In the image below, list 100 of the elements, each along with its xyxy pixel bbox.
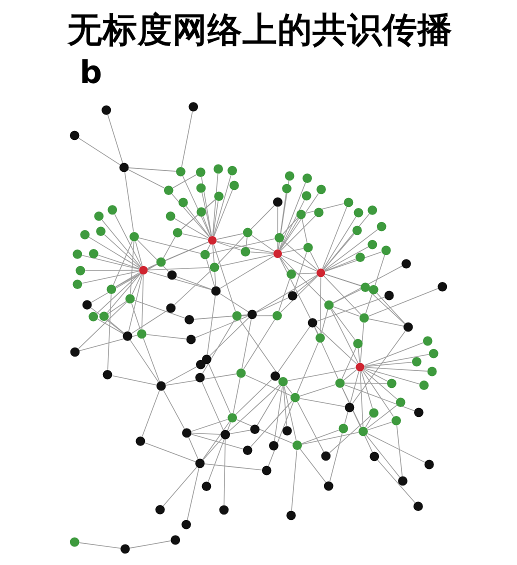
connector: [97, 318, 124, 334]
connector: [128, 169, 165, 188]
connector: [360, 322, 364, 363]
label: b: [80, 54, 102, 91]
connector: [201, 176, 212, 236]
node-circle: [196, 207, 206, 217]
node-circle: [424, 460, 434, 470]
node-circle: [376, 222, 386, 232]
node-circle: [269, 441, 278, 450]
connector: [291, 450, 298, 511]
connector: [274, 386, 283, 442]
connector: [228, 384, 280, 432]
node-circle: [172, 228, 182, 238]
connector: [250, 400, 292, 447]
node-circle: [422, 336, 432, 346]
node-circle: [270, 371, 280, 381]
connector: [333, 306, 360, 317]
connector: [214, 272, 216, 287]
connector: [144, 442, 196, 462]
node-circle: [136, 436, 146, 446]
connector: [166, 374, 237, 386]
connector: [174, 218, 209, 239]
node-circle: [402, 259, 411, 268]
connector: [141, 274, 144, 330]
node-circle: [288, 291, 298, 300]
connector: [364, 342, 424, 366]
connector: [90, 264, 158, 303]
connector: [128, 167, 176, 172]
node-circle: [414, 408, 424, 418]
connector: [209, 238, 276, 254]
connector: [396, 425, 403, 477]
node-circle: [88, 312, 98, 322]
connector: [364, 362, 412, 368]
connector: [106, 273, 141, 313]
connector: [147, 267, 210, 270]
node-circle: [70, 130, 80, 140]
connector: [216, 233, 244, 240]
node-circle: [396, 398, 406, 408]
connector: [143, 338, 160, 382]
connector: [104, 234, 140, 268]
node-circle: [360, 313, 369, 323]
connector: [256, 274, 318, 312]
connector: [90, 307, 124, 334]
connector: [250, 252, 274, 254]
connector: [163, 236, 176, 258]
connector: [296, 275, 318, 294]
node-circle: [324, 300, 334, 310]
node-circle: [88, 248, 98, 258]
connector: [202, 320, 235, 374]
node-circle: [360, 282, 370, 292]
node-circle: [195, 372, 205, 382]
node-circle: [384, 290, 394, 300]
node-circle: [354, 208, 364, 218]
connector: [208, 364, 231, 414]
connector: [165, 366, 197, 384]
connector: [206, 244, 211, 251]
connector: [218, 236, 245, 264]
node-circle: [352, 226, 362, 236]
connector: [108, 319, 124, 334]
node-circle: [282, 426, 292, 436]
node-circle: [240, 247, 250, 256]
connector: [278, 278, 290, 312]
node-circle: [356, 362, 364, 372]
connector: [214, 190, 233, 236]
connector: [208, 422, 231, 482]
connector: [108, 301, 127, 314]
node-circle: [176, 166, 186, 176]
connector: [332, 266, 402, 304]
node-circle: [250, 424, 260, 434]
connector: [342, 387, 373, 452]
node-circle: [102, 370, 112, 380]
node-circle: [164, 186, 174, 195]
node-circle: [228, 413, 238, 423]
connector: [367, 422, 392, 430]
node-circle: [122, 331, 132, 341]
node-circle: [353, 338, 363, 348]
connector: [297, 402, 324, 452]
connector: [130, 241, 134, 294]
connector: [78, 302, 128, 349]
node-circle: [236, 368, 246, 378]
connector: [256, 386, 281, 426]
connector: [377, 460, 416, 504]
node-circle: [166, 303, 176, 313]
node-circle: [108, 205, 118, 215]
connector: [220, 256, 274, 289]
connector: [78, 138, 120, 166]
connector: [376, 292, 406, 324]
node-circle: [286, 269, 296, 279]
node-circle: [80, 230, 90, 240]
connector: [280, 215, 316, 251]
node-circle: [156, 381, 166, 391]
connector: [98, 254, 140, 270]
connector: [88, 236, 140, 268]
node-circle: [368, 284, 378, 294]
connector: [268, 402, 294, 466]
connector: [310, 252, 320, 270]
connector: [280, 257, 290, 271]
connector: [107, 114, 124, 164]
connector: [365, 416, 372, 428]
connector: [287, 367, 356, 382]
